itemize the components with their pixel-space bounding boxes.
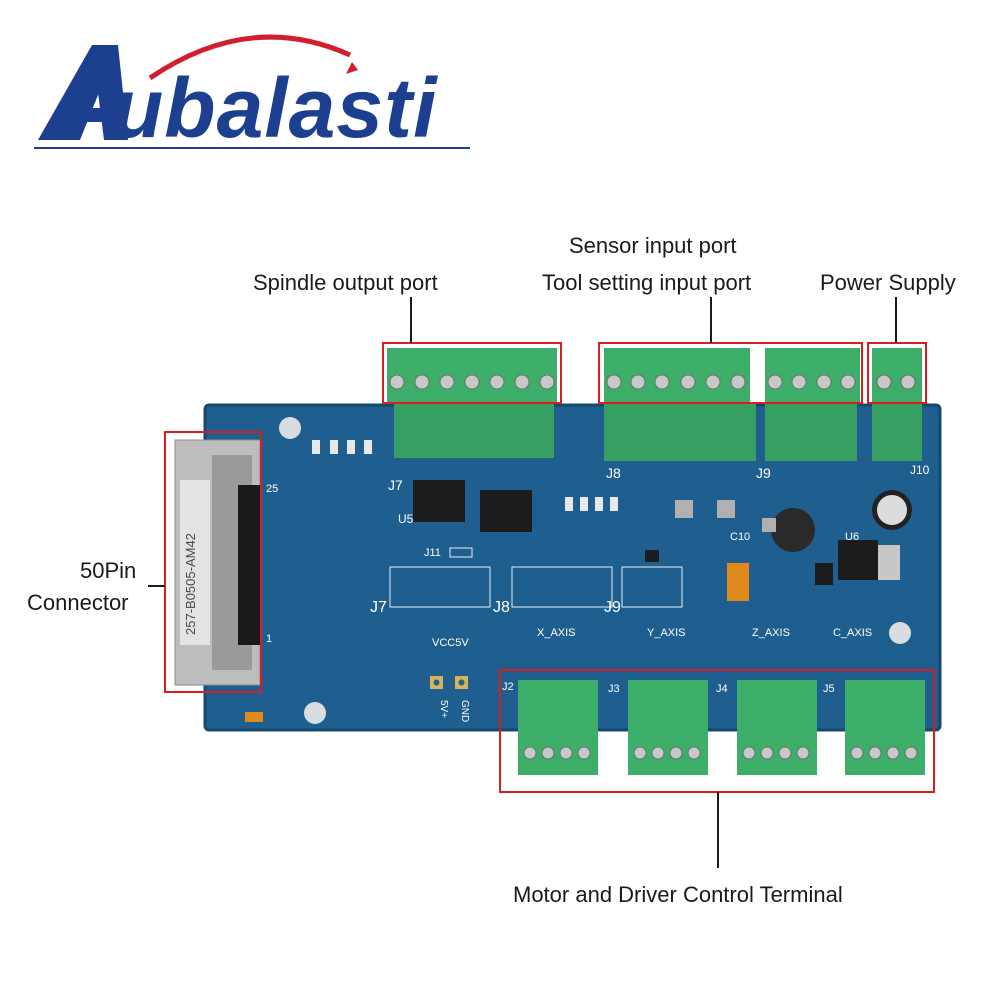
tantalum-cap xyxy=(727,563,749,601)
terminal-spindle xyxy=(387,348,557,458)
label-j9-table: J9 xyxy=(604,599,621,616)
label-5v: 5V+ xyxy=(438,700,449,718)
label-j9: J9 xyxy=(756,465,771,481)
callout-motor-driver: Motor and Driver Control Terminal xyxy=(513,882,843,907)
logo-wordmark: ubalasti xyxy=(112,61,438,155)
callout-spindle-output: Spindle output port xyxy=(253,270,438,295)
label-j2: J2 xyxy=(502,681,514,693)
label-j7-table: J7 xyxy=(370,599,387,616)
ic-chip xyxy=(413,480,465,522)
label-j10: J10 xyxy=(910,463,930,477)
label-x-axis: X_AXIS xyxy=(537,627,576,639)
label-j11: J11 xyxy=(424,547,441,559)
label-j3: J3 xyxy=(608,683,620,695)
label-c10: C10 xyxy=(730,531,750,543)
terminal-screws-top xyxy=(389,374,916,390)
connector-50pin xyxy=(174,439,261,686)
logo-swoosh xyxy=(148,34,352,81)
label-pin1: 1 xyxy=(266,633,272,645)
label-j4: J4 xyxy=(716,683,728,695)
label-c-axis: C_AXIS xyxy=(833,627,872,639)
callout-connector-line2: Connector xyxy=(27,590,129,615)
terminal-tool xyxy=(765,348,860,461)
label-y-axis: Y_AXIS xyxy=(647,627,686,639)
logo-star-icon xyxy=(346,62,358,74)
terminal-sensor xyxy=(604,348,756,461)
callout-tool-setting-input: Tool setting input port xyxy=(542,270,752,295)
label-j5: J5 xyxy=(823,683,835,695)
terminal-power xyxy=(872,348,922,461)
leader-lines xyxy=(148,297,897,868)
mount-hole xyxy=(889,622,911,644)
ic-chip xyxy=(480,490,532,532)
terminal-motor xyxy=(518,680,925,775)
connector-part-label: 257-B0505-AM42 xyxy=(183,533,198,635)
label-vcc: VCC5V xyxy=(432,637,469,649)
inductor xyxy=(771,508,815,552)
callout-sensor-input: Sensor input port xyxy=(569,233,737,258)
label-j8: J8 xyxy=(606,465,621,481)
label-j7: J7 xyxy=(388,477,403,493)
label-j8-table: J8 xyxy=(493,599,510,616)
callout-power-supply: Power Supply xyxy=(820,270,956,295)
logo-mark xyxy=(34,34,470,149)
label-pin25: 25 xyxy=(266,483,278,495)
ic-regulator xyxy=(838,540,878,580)
mount-hole xyxy=(304,702,326,724)
callout-connector-line1: 50Pin xyxy=(80,558,137,583)
label-u6: U6 xyxy=(845,531,859,543)
label-gnd: GND xyxy=(459,700,470,722)
mount-hole xyxy=(279,417,301,439)
silkscreen: J7 U5 J8 J9 J10 J11 U6 C10 J7 J8 J9 VCC5… xyxy=(266,463,930,722)
label-z-axis: Z_AXIS xyxy=(752,627,790,639)
label-u5: U5 xyxy=(398,512,414,526)
